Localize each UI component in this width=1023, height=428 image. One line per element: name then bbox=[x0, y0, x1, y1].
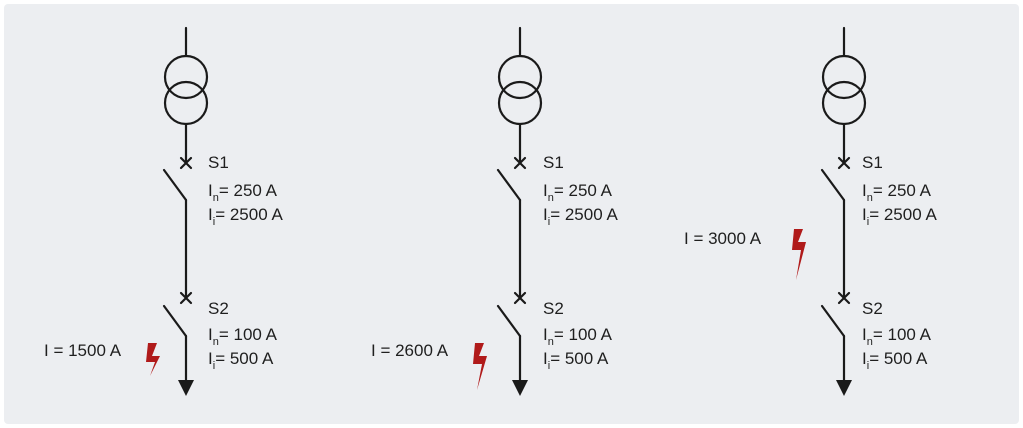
transformer-icon bbox=[163, 26, 209, 164]
transformer-icon bbox=[821, 26, 867, 164]
s2-label: S2 bbox=[862, 299, 883, 318]
s2-instantaneous-current: Ii= 500 A bbox=[862, 349, 928, 372]
diagram-background bbox=[4, 4, 1019, 424]
fault-current-label: I = 2600 A bbox=[371, 341, 449, 360]
s1-instantaneous-current: Ii= 2500 A bbox=[862, 205, 937, 228]
s2-instantaneous-current: Ii= 500 A bbox=[543, 349, 609, 372]
circuit-3: S1 In= 250 A Ii= 2500 A S2 In= 100 A Ii=… bbox=[684, 26, 937, 396]
s1-rated-current: In= 250 A bbox=[208, 181, 278, 204]
s2-label: S2 bbox=[543, 299, 564, 318]
fault-current-label: I = 3000 A bbox=[684, 229, 762, 248]
s2-instantaneous-current: Ii= 500 A bbox=[208, 349, 274, 372]
transformer-icon bbox=[497, 26, 543, 164]
arrow-down-icon bbox=[836, 380, 852, 396]
s1-label: S1 bbox=[543, 153, 564, 172]
s1-rated-current: In= 250 A bbox=[543, 181, 613, 204]
s1-instantaneous-current: Ii= 2500 A bbox=[208, 205, 283, 228]
circuit-breaker-icon bbox=[496, 156, 527, 299]
s1-instantaneous-current: Ii= 2500 A bbox=[543, 205, 618, 228]
circuit-1: S1 In= 250 A Ii= 2500 A S2 In= 100 A Ii=… bbox=[44, 26, 283, 396]
circuit-breaker-icon bbox=[162, 156, 193, 299]
arrow-down-icon bbox=[178, 380, 194, 396]
lightning-bolt-icon bbox=[146, 343, 160, 376]
circuit-breaker-icon bbox=[820, 291, 851, 382]
s2-label: S2 bbox=[208, 299, 229, 318]
s2-rated-current: In= 100 A bbox=[862, 325, 932, 348]
fault-current-label: I = 1500 A bbox=[44, 341, 122, 360]
arrow-down-icon bbox=[512, 380, 528, 396]
s2-rated-current: In= 100 A bbox=[208, 325, 278, 348]
lightning-bolt-icon bbox=[792, 229, 806, 280]
circuit-breaker-icon bbox=[162, 291, 193, 382]
s1-label: S1 bbox=[208, 153, 229, 172]
circuit-breaker-icon bbox=[820, 156, 851, 299]
lightning-bolt-icon bbox=[473, 343, 487, 390]
s2-rated-current: In= 100 A bbox=[543, 325, 613, 348]
circuit-2: S1 In= 250 A Ii= 2500 A S2 In= 100 A Ii=… bbox=[371, 26, 618, 396]
s1-rated-current: In= 250 A bbox=[862, 181, 932, 204]
circuit-breaker-icon bbox=[496, 291, 527, 382]
s1-label: S1 bbox=[862, 153, 883, 172]
